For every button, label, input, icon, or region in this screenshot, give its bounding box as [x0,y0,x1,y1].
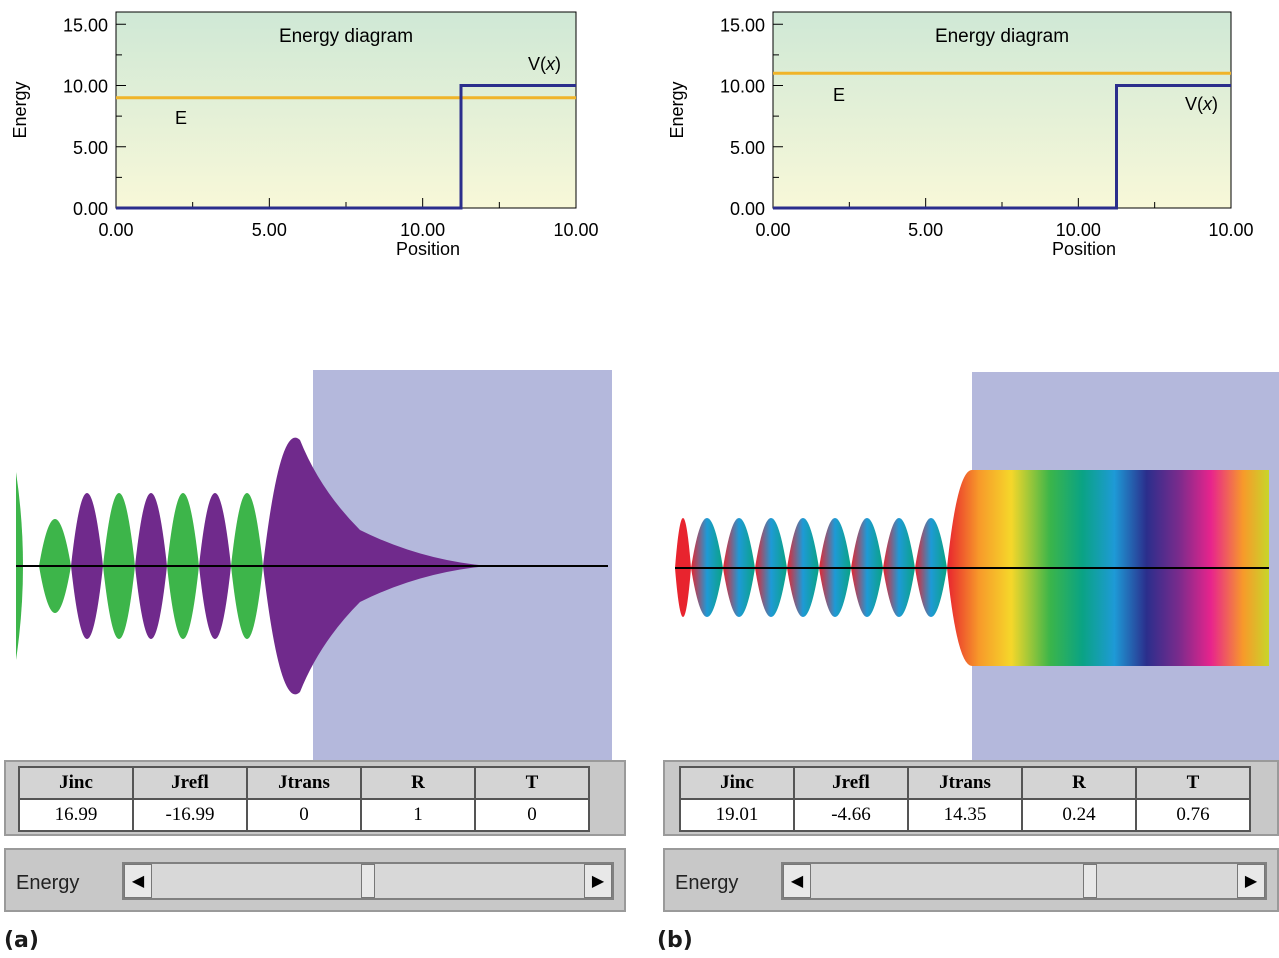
header-t: T [1135,766,1251,800]
cell-t: 0.76 [1135,798,1251,832]
table-row: 19.01 -4.66 14.35 0.24 0.76 [679,798,1251,832]
x-axis-label: Position [1052,239,1116,259]
series-lines [773,71,1231,210]
cell-jrefl: -16.99 [132,798,248,832]
y-tick-label: 10.00 [720,77,765,97]
slider-label: Energy [675,872,739,894]
plot-area [115,11,577,209]
energy-diagram-a: 0.00 5.00 10.00 15.00 0.00 5.00 10.00 10.00 Ene… [10,11,599,259]
x-tick-label: 10.00 [553,220,598,240]
header-jrefl: Jrefl [793,766,909,800]
energy-diagram-b: 0.00 5.00 10.00 15.00 0.00 5.00 10.00 10.00 Ene… [667,11,1254,259]
header-jtrans: Jtrans [246,766,362,800]
energy-slider[interactable]: ◀ ▶ [122,862,614,900]
series-label-e: E [175,108,187,128]
slider-label: Energy [16,872,80,894]
axis-ticks: 0.00 5.00 10.00 15.00 0.00 5.00 10.00 10.00 [63,15,599,240]
slider-left-arrow-icon[interactable]: ◀ [124,864,152,898]
cell-jtrans: 14.35 [907,798,1023,832]
chart-title: Energy diagram [279,26,413,47]
energy-slider-bar: Energy ◀ ▶ [4,848,626,912]
table-row: 16.99 -16.99 0 1 0 [18,798,590,832]
cell-t: 0 [474,798,590,832]
x-tick-label: 10.00 [400,220,445,240]
series-lines [116,84,576,210]
header-jtrans: Jtrans [907,766,1023,800]
panel-caption: (b) [657,928,693,953]
y-tick-label: 5.00 [73,138,108,158]
panel-b: 0.00 5.00 10.00 15.00 0.00 5.00 10.00 10.00 Ene… [657,0,1279,958]
cell-jrefl: -4.66 [793,798,909,832]
slider-right-arrow-icon[interactable]: ▶ [584,864,612,898]
wavefunction-view-b [675,372,1279,762]
flux-table: Jinc Jrefl Jtrans R T 19.01 -4.66 14.35 … [679,766,1251,832]
y-axis-label: Energy [667,81,687,138]
energy-slider[interactable]: ◀ ▶ [781,862,1267,900]
x-tick-label: 0.00 [98,220,133,240]
chart-title: Energy diagram [935,26,1069,47]
axis-ticks: 0.00 5.00 10.00 15.00 0.00 5.00 10.00 10.00 [720,15,1254,240]
cell-r: 1 [360,798,476,832]
panel-a: 0.00 5.00 10.00 15.00 0.00 5.00 10.00 10.00 Ene… [4,11,626,953]
plot-area [772,11,1232,209]
slider-left-arrow-icon[interactable]: ◀ [783,864,811,898]
x-tick-label: 5.00 [908,220,943,240]
y-tick-label: 15.00 [720,15,765,35]
table-header-row: Jinc Jrefl Jtrans R T [679,766,1251,800]
potential-line [116,84,576,210]
y-tick-label: 15.00 [63,15,108,35]
slider-thumb[interactable] [361,864,375,898]
cell-jinc: 19.01 [679,798,795,832]
flux-table: Jinc Jrefl Jtrans R T 16.99 -16.99 0 1 0 [18,766,590,832]
potential-line [773,84,1231,210]
y-tick-label: 0.00 [730,199,765,219]
x-tick-label: 10.00 [1208,220,1253,240]
y-axis-label: Energy [10,81,30,138]
cell-jinc: 16.99 [18,798,134,832]
panel-caption: (a) [4,928,39,953]
energy-slider-bar: Energy ◀ ▶ [663,848,1279,912]
series-label-v: V(x) [528,54,561,74]
wavefunction-view-a [16,370,612,762]
header-jinc: Jinc [18,766,134,800]
y-tick-label: 10.00 [63,77,108,97]
header-r: R [1021,766,1137,800]
slider-thumb[interactable] [1082,864,1097,898]
y-tick-label: 0.00 [73,199,108,219]
cell-r: 0.24 [1021,798,1137,832]
series-label-v: V(x) [1185,94,1218,114]
header-r: R [360,766,476,800]
header-t: T [474,766,590,800]
x-axis-label: Position [396,239,460,259]
series-label-e: E [833,85,845,105]
y-tick-label: 5.00 [730,138,765,158]
slider-right-arrow-icon[interactable]: ▶ [1237,864,1265,898]
cell-jtrans: 0 [246,798,362,832]
table-header-row: Jinc Jrefl Jtrans R T [18,766,590,800]
header-jinc: Jinc [679,766,795,800]
x-tick-label: 5.00 [252,220,287,240]
x-tick-label: 10.00 [1056,220,1101,240]
x-tick-label: 0.00 [755,220,790,240]
header-jrefl: Jrefl [132,766,248,800]
